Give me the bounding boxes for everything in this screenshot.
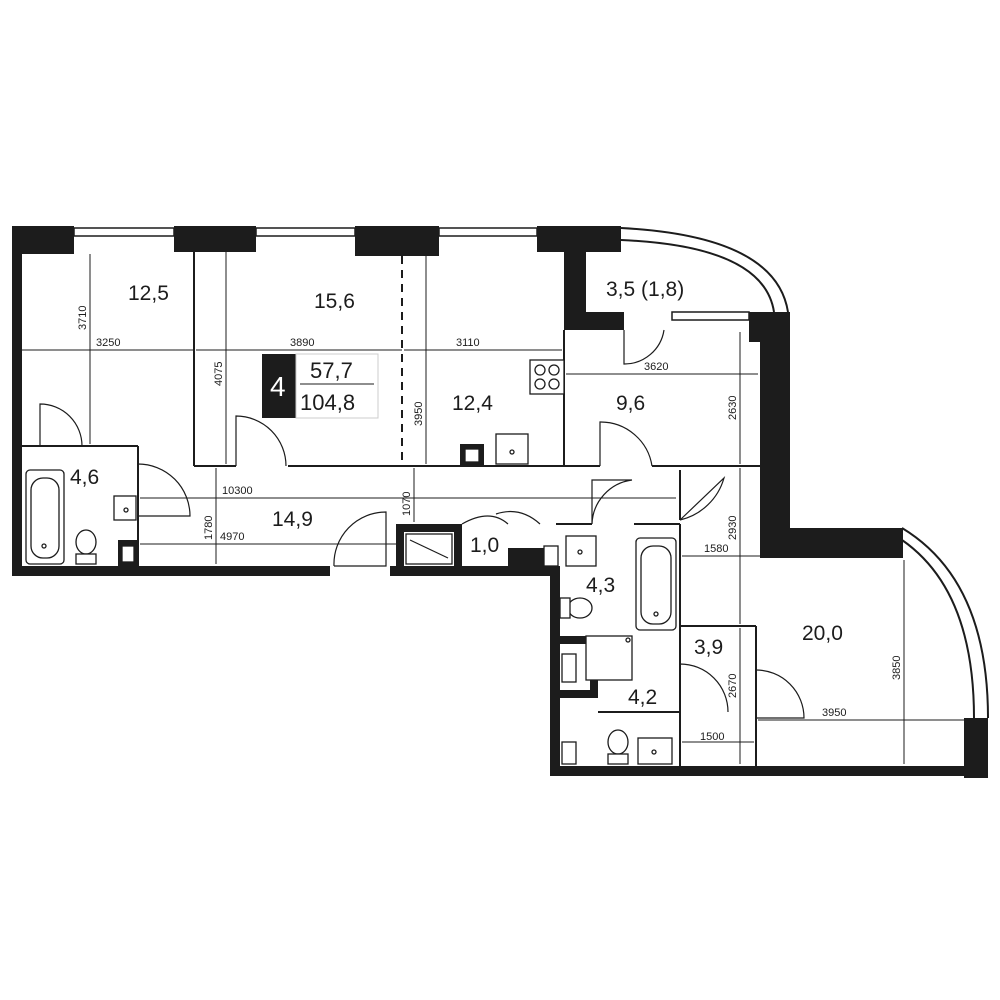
dim-3850: 3850 xyxy=(891,656,903,680)
walls xyxy=(12,226,988,778)
dim-2630: 2630 xyxy=(727,396,739,420)
living-area: 57,7 xyxy=(310,358,353,383)
dim-3950-kitchen: 3950 xyxy=(413,402,425,426)
area-dressing: 3,9 xyxy=(694,636,723,659)
kitchen-sink xyxy=(495,433,529,465)
dim-3110: 3110 xyxy=(456,337,480,349)
dimension-lines xyxy=(22,252,964,764)
dim-3620: 3620 xyxy=(644,361,668,373)
area-bedroom-middle: 15,6 xyxy=(314,290,355,313)
dim-2670: 2670 xyxy=(727,674,739,698)
dim-1580: 1580 xyxy=(704,543,728,555)
room-area-labels: 12,5 15,6 3,5 (1,8) 12,4 9,6 4,6 14,9 1,… xyxy=(70,278,843,709)
toilet-lower xyxy=(607,729,629,755)
area-storage: 1,0 xyxy=(470,534,499,557)
area-balcony: 3,5 (1,8) xyxy=(606,278,684,301)
dim-1780: 1780 xyxy=(203,516,215,540)
area-living-room: 20,0 xyxy=(802,622,843,645)
total-area: 104,8 xyxy=(300,390,355,415)
dim-3890: 3890 xyxy=(290,337,314,349)
dim-3710: 3710 xyxy=(77,306,89,330)
area-hallway: 14,9 xyxy=(272,508,313,531)
dim-1500: 1500 xyxy=(700,731,724,743)
dim-10300: 10300 xyxy=(222,485,253,497)
area-bedroom-right: 9,6 xyxy=(616,392,645,415)
fixtures xyxy=(25,359,677,765)
dim-4075: 4075 xyxy=(213,362,225,386)
shower xyxy=(585,635,633,681)
area-bathroom-left: 4,6 xyxy=(70,466,99,489)
windows xyxy=(73,227,989,719)
dimension-labels: 3710 3250 3890 3110 4075 3950 3620 2630 … xyxy=(77,306,903,743)
area-bedroom-left: 12,5 xyxy=(128,282,169,305)
area-kitchen: 12,4 xyxy=(452,392,493,415)
toilet-left xyxy=(75,529,97,555)
apartment-summary: 4 57,7 104,8 xyxy=(262,353,379,419)
stove xyxy=(529,359,565,395)
dim-4970: 4970 xyxy=(220,531,244,543)
area-bathroom-middle: 4,3 xyxy=(586,574,615,597)
room-count: 4 xyxy=(270,371,286,402)
partitions xyxy=(22,252,762,766)
dim-2930: 2930 xyxy=(727,516,739,540)
dim-3250: 3250 xyxy=(96,337,120,349)
dim-3950-living: 3950 xyxy=(822,707,846,719)
area-bathroom-lower: 4,2 xyxy=(628,686,657,709)
dim-1070: 1070 xyxy=(401,492,413,516)
doors xyxy=(39,329,805,719)
toilet-middle xyxy=(567,597,593,619)
